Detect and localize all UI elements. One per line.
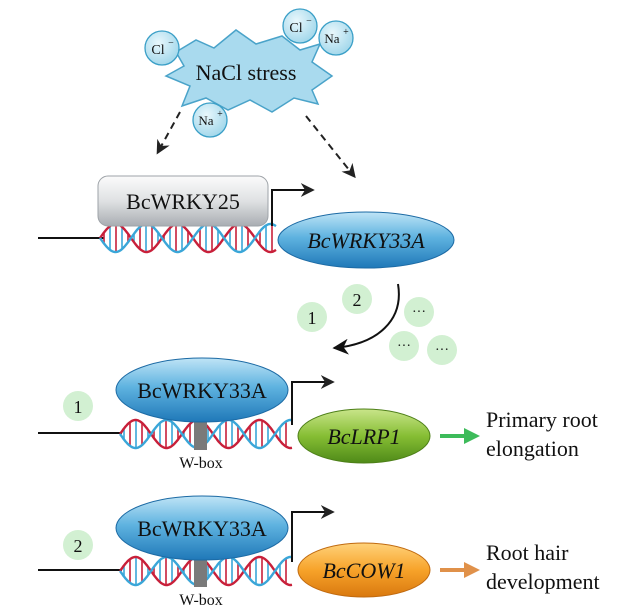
module-1-outcome-arrow — [440, 428, 480, 444]
ion-label: Cl — [151, 43, 164, 58]
dashed-arrow-to-bcwrky33a — [305, 115, 356, 179]
bccow1-gene: BcCOW1 — [297, 542, 431, 598]
dna-strand-blue — [99, 222, 277, 254]
chloride-ion-left: Cl − — [144, 30, 180, 66]
chloride-ion-right: Cl − — [282, 8, 318, 44]
ion-charge: + — [217, 109, 223, 120]
svg-text:1: 1 — [74, 397, 83, 417]
bcwrky25-protein: BcWRKY25 — [97, 175, 269, 227]
module-2-outcome-line-2: development — [486, 569, 600, 594]
svg-text:2: 2 — [353, 290, 362, 310]
svg-text:···: ··· — [435, 343, 449, 358]
module-1-outcome-line-1: Primary root — [486, 407, 598, 432]
module-2-wbox-label: W-box — [179, 592, 223, 609]
ion-charge: + — [343, 27, 349, 38]
module-2-tf-label: BcWRKY33A — [137, 516, 267, 541]
dna-strand-red — [99, 222, 277, 254]
module-2-outcome-line-1: Root hair — [486, 540, 569, 565]
svg-text:1: 1 — [308, 308, 317, 328]
bcwrky33a-gene-label: BcWRKY33A — [307, 228, 425, 253]
module-1-outcome-line-2: elongation — [486, 436, 579, 461]
module-1-wbox — [194, 418, 207, 450]
module-2-tss-arrow — [291, 505, 335, 562]
sodium-ion-top: Na + — [318, 20, 354, 56]
module-1-tf-label: BcWRKY33A — [137, 378, 267, 403]
bcwrky25-label: BcWRKY25 — [126, 189, 240, 214]
module-2-marker: 2 — [63, 530, 93, 560]
marker-2-top: 2 — [342, 284, 372, 314]
marker-1-top: 1 — [297, 302, 327, 332]
dna-helix-top — [99, 222, 277, 254]
bclrp1-gene-label: BcLRP1 — [327, 424, 400, 449]
bclrp1-gene: BcLRP1 — [297, 408, 431, 464]
marker-more-3: ··· — [427, 335, 457, 365]
ion-label: Na — [198, 113, 213, 128]
tss-arrow-top — [271, 183, 315, 226]
module-1-bcwrky33a-protein: BcWRKY33A — [115, 357, 289, 423]
module-2-outcome-arrow — [440, 562, 480, 578]
sodium-ion-bottom: Na + — [192, 102, 228, 138]
dashed-arrow-to-bcwrky25 — [156, 111, 181, 155]
svg-text:2: 2 — [74, 536, 83, 556]
ion-label: Na — [324, 31, 339, 46]
marker-more-2: ··· — [389, 331, 419, 361]
ion-charge: − — [306, 16, 312, 27]
nacl-stress-cloud: NaCl stress — [164, 29, 334, 113]
svg-text:···: ··· — [397, 339, 411, 354]
ion-label: Cl — [289, 21, 302, 36]
nacl-stress-label: NaCl stress — [196, 60, 297, 85]
bccow1-gene-label: BcCOW1 — [322, 558, 405, 583]
module-1-wbox-label: W-box — [179, 455, 223, 472]
module-2-bcwrky33a-protein: BcWRKY33A — [115, 495, 289, 561]
module-2-wbox — [194, 555, 207, 587]
module-1-marker: 1 — [63, 391, 93, 421]
svg-text:···: ··· — [412, 305, 426, 320]
curved-arrow-down — [332, 283, 400, 355]
module-1-tss-arrow — [291, 375, 335, 425]
bcwrky33a-gene: BcWRKY33A — [277, 211, 455, 269]
ion-charge: − — [168, 38, 174, 49]
marker-more-1: ··· — [404, 297, 434, 327]
